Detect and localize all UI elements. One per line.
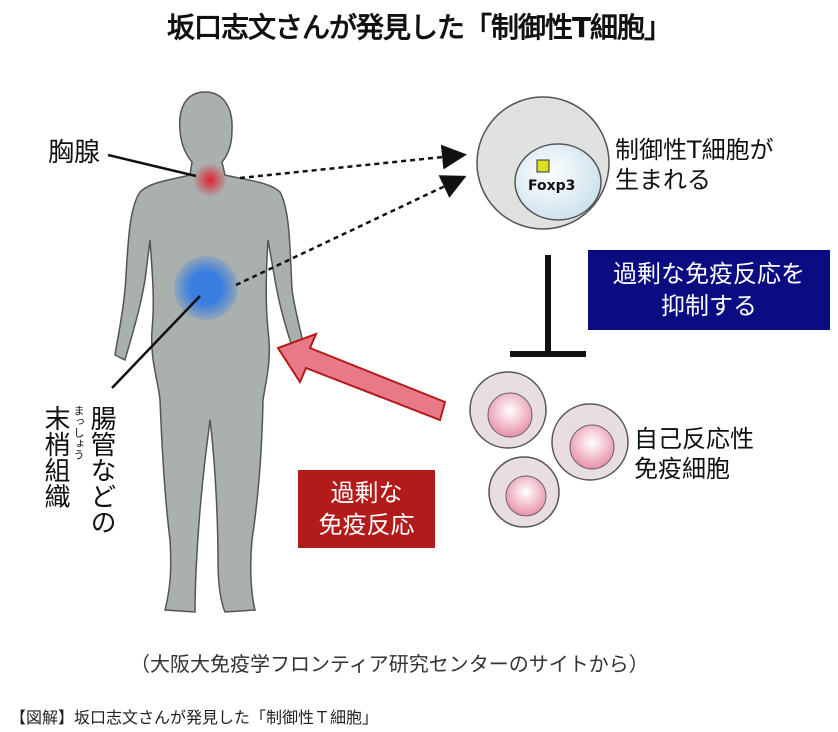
excess-line2: 免疫反応 (318, 511, 415, 539)
thymus-pointer-line (107, 153, 197, 178)
gut-pointer-line (111, 295, 201, 389)
foxp3-label: Foxp3 (528, 178, 576, 194)
thymus-label: 胸腺 (48, 138, 101, 168)
peripheral-label-2: 末梢組織 (40, 405, 70, 509)
treg-label: 制御性T細胞が 生まれる (615, 135, 774, 195)
suppress-line2: 抑制する (661, 292, 757, 320)
excess-box: 過剰な 免疫反応 (298, 470, 435, 548)
peripheral-label-1: 腸管などの (86, 405, 116, 535)
autoreactive-label: 自己反応性 免疫細胞 (634, 424, 754, 484)
source-credit: （大阪大免疫学フロンティア研究センターのサイトから） (130, 652, 649, 676)
excess-line1: 過剰な (330, 479, 403, 507)
gut-marker (174, 256, 238, 320)
suppress-line1: 過剰な免疫反応を (613, 260, 805, 288)
title: 坂口志文さんが発見した「制御性T細胞」 (166, 11, 672, 44)
suppress-box: 過剰な免疫反応を 抑制する (588, 250, 830, 330)
treg-label-line2: 生まれる (615, 166, 711, 194)
autoreactive-line2: 免疫細胞 (634, 455, 730, 483)
treg-label-line1: 制御性T細胞が (615, 136, 774, 164)
caption: 【図解】坂口志文さんが発見した「制御性Ｔ細胞」 (10, 708, 379, 727)
dashed-arrow-gut (235, 175, 467, 287)
thymus-marker (193, 163, 227, 197)
excess-response-arrow (276, 332, 447, 422)
autoreactive-cells (469, 371, 629, 528)
peripheral-ruby: まっしょう (72, 405, 85, 460)
foxp3-marker (536, 159, 550, 173)
dashed-arrow-thymus (239, 144, 467, 180)
autoreactive-line1: 自己反応性 (634, 425, 754, 453)
human-body-silhouette (114, 91, 306, 613)
